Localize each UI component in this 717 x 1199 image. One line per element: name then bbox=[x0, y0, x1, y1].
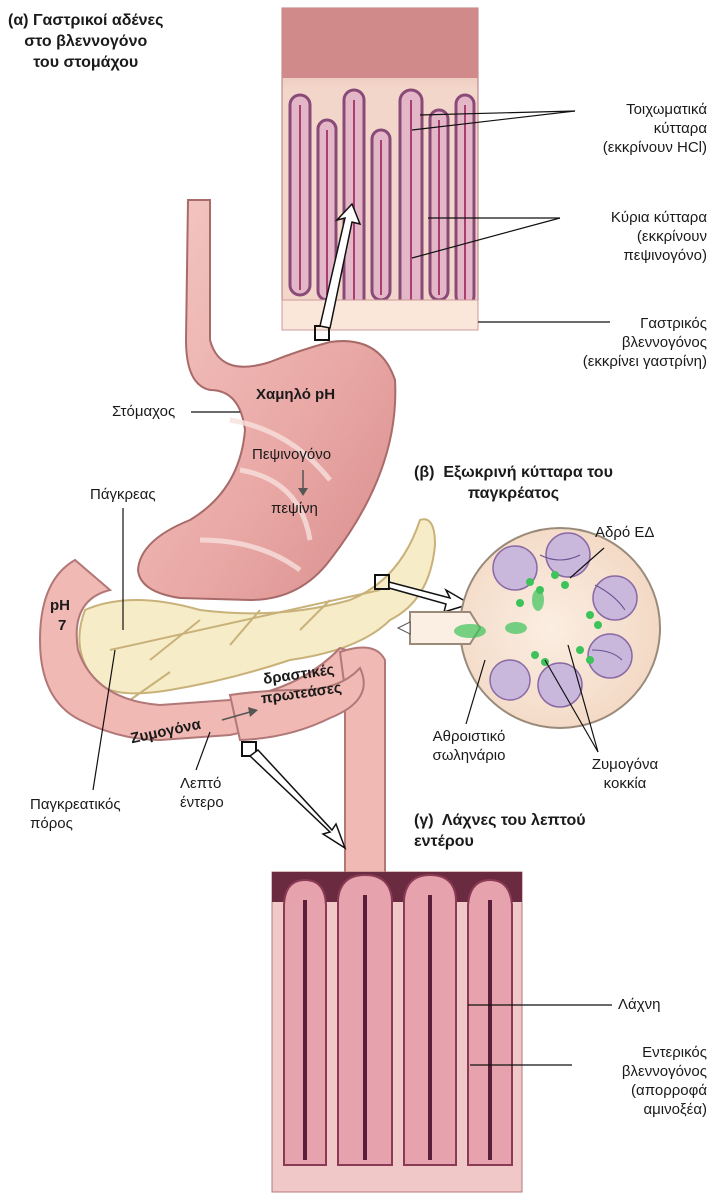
collecting-duct-label: Αθροιστικό σωληνάριο bbox=[414, 727, 524, 765]
pepsin-label: πεψίνη bbox=[271, 499, 318, 518]
intestine-callout-arrow bbox=[250, 750, 345, 848]
small-intestine-label: Λεπτό έντερο bbox=[180, 774, 224, 812]
intestinal-mucosa-label: Εντερικός βλεννογόνος (απορροφά αμινοξέα… bbox=[567, 1043, 707, 1119]
parietal-cells-label: Τοιχωματικά κύτταρα (εκκρίνουν HCl) bbox=[567, 100, 707, 157]
rough-er-label: Αδρό ΕΔ bbox=[595, 523, 654, 542]
pancreas-label: Πάγκρεας bbox=[90, 485, 156, 504]
ph7-label: pH bbox=[50, 596, 70, 615]
chief-cells-label: Κύρια κύτταρα (εκκρίνουν πεψινογόνο) bbox=[567, 208, 707, 265]
stomach-label: Στόμαχος bbox=[112, 402, 175, 421]
secretion-arrow bbox=[398, 622, 410, 634]
gastric-gland-block bbox=[282, 8, 478, 340]
section-b-title: (β) Εξωκρινή κύτταρα του παγκρέατος bbox=[414, 462, 613, 504]
villus-label: Λάχνη bbox=[618, 995, 660, 1014]
ph7-value: 7 bbox=[58, 616, 66, 635]
section-c-title: (γ) Λάχνες του λεπτού εντέρου bbox=[414, 810, 586, 852]
low-ph-label: Χαμηλό pH bbox=[256, 385, 335, 404]
gastric-mucosa-label: Γαστρικός βλεννογόνος (εκκρίνει γαστρίνη… bbox=[547, 314, 707, 371]
pancreatic-duct-label: Παγκρεατικός πόρος bbox=[30, 795, 121, 833]
pepsinogen-label: Πεψινογόνο bbox=[252, 445, 331, 464]
zymogen-granules-label: Ζυμογόνα κοκκία bbox=[580, 755, 670, 793]
acinus bbox=[410, 528, 660, 728]
section-a-title: (α) Γαστρικοί αδένες στο βλεννογόνο του … bbox=[8, 10, 163, 73]
villi-block bbox=[272, 872, 522, 1192]
